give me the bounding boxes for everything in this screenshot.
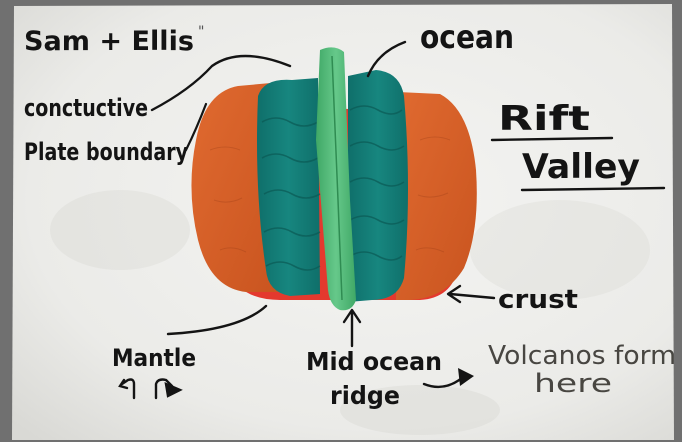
authors-label: Sam + Ellis (24, 26, 194, 57)
volcanos-label-line1: Volcanos form (488, 341, 676, 371)
heading-rift: Rift (498, 99, 590, 139)
crust-label: crust (498, 285, 578, 315)
small-quote-mark: " (198, 24, 204, 40)
board-smudge (50, 190, 190, 270)
ocean-label: ocean (420, 18, 514, 56)
volcanos-label-line2: here (534, 369, 612, 399)
mantle-label: Mantle (112, 344, 196, 372)
heading-valley: Valley (522, 147, 640, 187)
mid-ocean-ridge-label-line2: ridge (330, 381, 400, 410)
plate-boundary-label-line1: conctuctive (24, 94, 148, 122)
mid-ocean-ridge-label-line1: Mid ocean (306, 347, 442, 376)
plate-boundary-label-line2: Plate boundary (24, 138, 188, 166)
ocean-plate-right (348, 70, 408, 302)
